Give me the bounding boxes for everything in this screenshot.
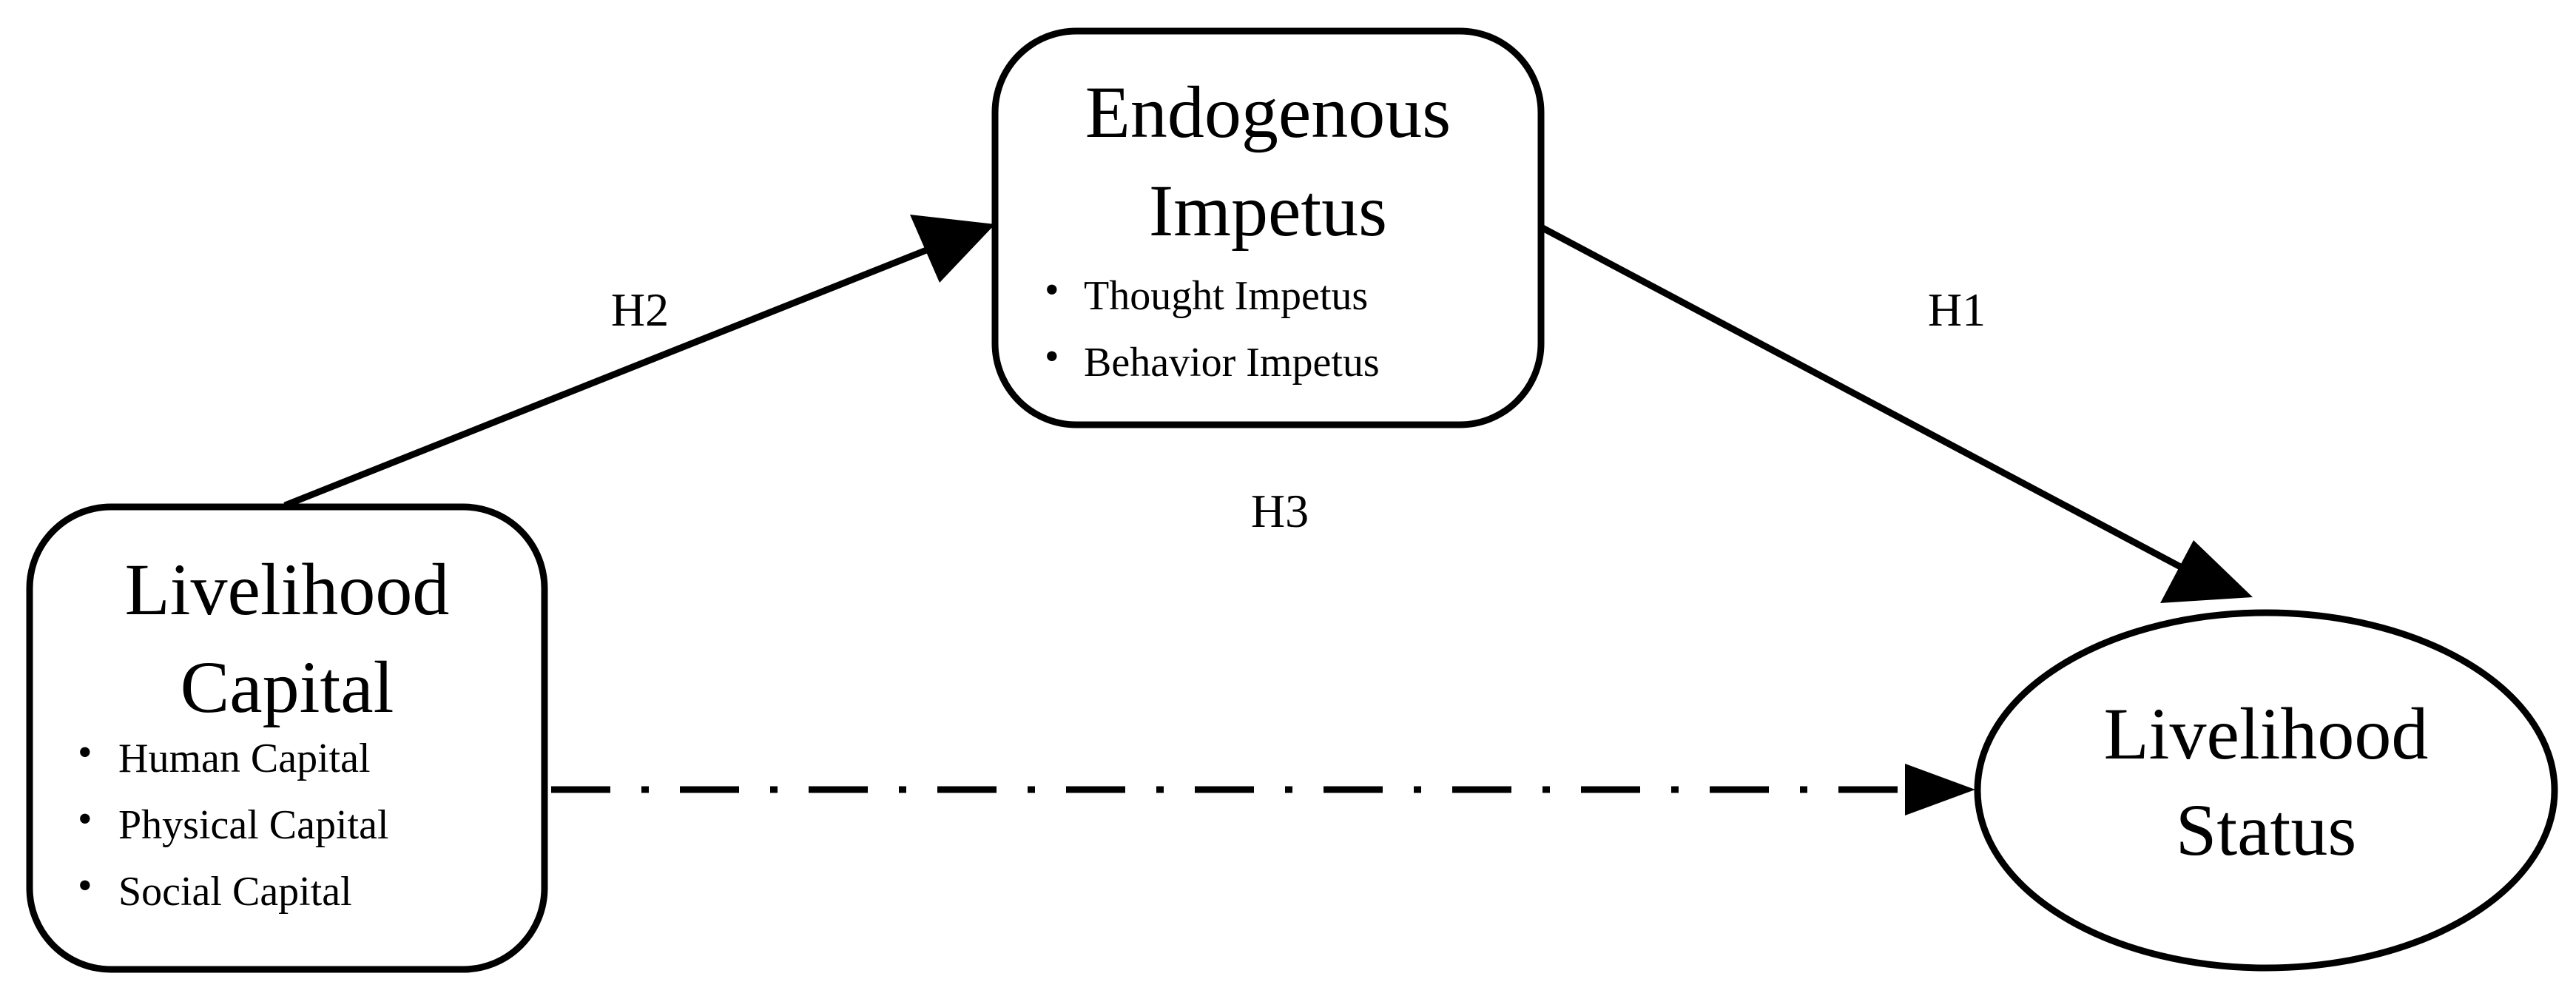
node-status-ellipse — [1974, 609, 2558, 972]
node-status-title-1: Livelihood — [2104, 693, 2429, 775]
edge-h1-arrowhead — [2160, 540, 2253, 603]
label-h1: H1 — [1928, 283, 1986, 336]
bullet-icon: • — [1045, 267, 1059, 313]
edges — [283, 215, 2253, 815]
bullet-icon: • — [78, 730, 92, 776]
bullet-icon: • — [78, 796, 92, 842]
node-endogenous-title-1: Endogenous — [1085, 71, 1451, 153]
edge-h2 — [283, 238, 948, 509]
bullet-icon: • — [78, 863, 92, 909]
node-status-title-2: Status — [2176, 789, 2356, 871]
node-endogenous-title-2: Impetus — [1149, 169, 1387, 252]
node-livelihood-capital: Livelihood Capital • Human Capital • Phy… — [26, 503, 548, 973]
node-capital-title-2: Capital — [181, 646, 394, 728]
label-h3: H3 — [1251, 485, 1309, 537]
node-capital-box — [26, 503, 548, 973]
node-endogenous-impetus: Endogenous Impetus • Thought Impetus • B… — [991, 27, 1545, 428]
edge-h1 — [1540, 225, 2199, 579]
bullet-icon: • — [1045, 334, 1059, 380]
node-capital-title-1: Livelihood — [125, 548, 450, 630]
node-endogenous-box — [991, 27, 1545, 428]
node-livelihood-status: Livelihood Status — [1974, 609, 2558, 972]
edge-h2-arrowhead — [910, 215, 995, 283]
edge-h3-arrowhead — [1905, 764, 1975, 815]
node-endogenous-item-1: Thought Impetus — [1084, 273, 1368, 319]
node-capital-item-2: Physical Capital — [118, 802, 389, 848]
node-endogenous-item-2: Behavior Impetus — [1084, 340, 1380, 386]
node-capital-item-1: Human Capital — [118, 736, 371, 781]
node-capital-item-3: Social Capital — [118, 869, 352, 915]
label-h2: H2 — [611, 283, 669, 336]
